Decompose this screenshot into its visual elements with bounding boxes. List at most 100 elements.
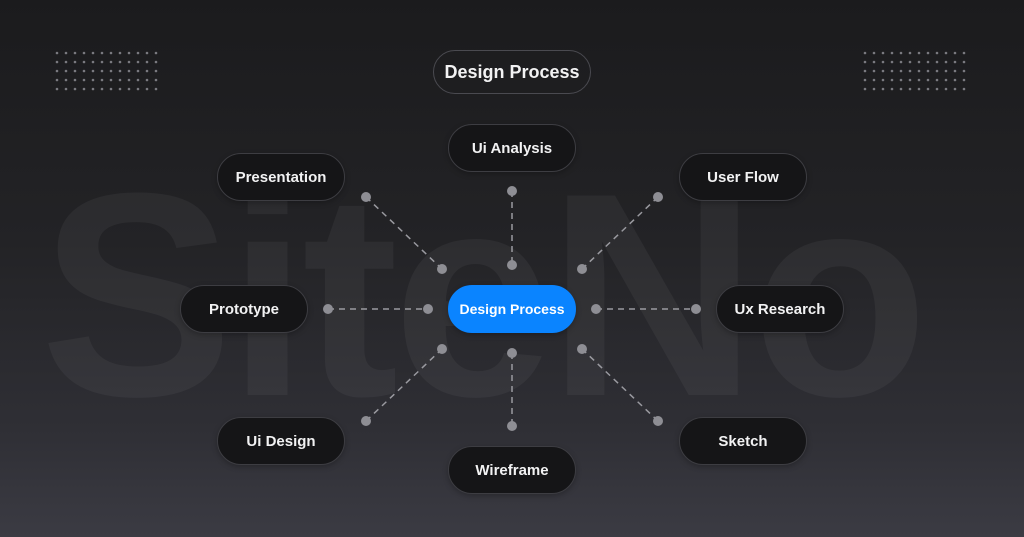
connector-dot xyxy=(437,344,447,354)
grid-dot xyxy=(935,51,939,55)
grid-dot xyxy=(136,60,140,64)
grid-dot xyxy=(881,78,885,82)
grid-dot xyxy=(145,69,149,73)
grid-dot xyxy=(145,87,149,91)
node-prototype: Prototype xyxy=(180,285,308,333)
grid-dot xyxy=(64,87,68,91)
grid-dot xyxy=(935,87,939,91)
grid-dot xyxy=(55,60,59,64)
grid-dot xyxy=(872,51,876,55)
connector-dot xyxy=(361,192,371,202)
grid-dot xyxy=(145,51,149,55)
grid-dot xyxy=(154,69,158,73)
grid-dot xyxy=(908,60,912,64)
connector-dot xyxy=(361,416,371,426)
grid-dot xyxy=(962,51,966,55)
grid-dot xyxy=(908,87,912,91)
connector-dot xyxy=(653,416,663,426)
grid-dot xyxy=(872,60,876,64)
grid-dot xyxy=(899,69,903,73)
grid-dot xyxy=(944,69,948,73)
connector-dot xyxy=(507,421,517,431)
grid-dot xyxy=(82,87,86,91)
center-node-design-process: Design Process xyxy=(448,285,576,333)
connector-sketch xyxy=(581,348,659,422)
grid-dot xyxy=(953,87,957,91)
grid-dot xyxy=(154,51,158,55)
grid-dot xyxy=(962,69,966,73)
grid-dot xyxy=(91,87,95,91)
grid-dot xyxy=(953,60,957,64)
connector-dot xyxy=(577,344,587,354)
grid-dot xyxy=(890,51,894,55)
grid-dot xyxy=(881,51,885,55)
connector-dot xyxy=(507,348,517,358)
grid-dot xyxy=(64,51,68,55)
grid-dot xyxy=(863,78,867,82)
connector-dot xyxy=(507,260,517,270)
grid-dot xyxy=(881,69,885,73)
grid-dot xyxy=(55,51,59,55)
grid-dot xyxy=(863,87,867,91)
grid-dot xyxy=(136,51,140,55)
dot-grid-right xyxy=(863,51,966,91)
grid-dot xyxy=(127,69,131,73)
grid-dot xyxy=(109,78,113,82)
grid-dot xyxy=(64,78,68,82)
grid-dot xyxy=(73,60,77,64)
grid-dot xyxy=(962,60,966,64)
grid-dot xyxy=(890,87,894,91)
grid-dot xyxy=(100,69,104,73)
grid-dot xyxy=(109,60,113,64)
grid-dot xyxy=(953,78,957,82)
grid-dot xyxy=(73,87,77,91)
grid-dot xyxy=(136,87,140,91)
grid-dot xyxy=(890,69,894,73)
connector-dot xyxy=(653,192,663,202)
grid-dot xyxy=(136,69,140,73)
grid-dot xyxy=(881,87,885,91)
grid-dot xyxy=(91,60,95,64)
connector-dot xyxy=(691,304,701,314)
grid-dot xyxy=(926,78,930,82)
grid-dot xyxy=(100,51,104,55)
grid-dot xyxy=(926,51,930,55)
connector-dot xyxy=(323,304,333,314)
grid-dot xyxy=(899,51,903,55)
grid-dot xyxy=(881,60,885,64)
grid-dot xyxy=(962,78,966,82)
node-user-flow: User Flow xyxy=(679,153,807,201)
grid-dot xyxy=(82,78,86,82)
connector-user-flow xyxy=(581,196,659,270)
grid-dot xyxy=(944,78,948,82)
grid-dot xyxy=(64,69,68,73)
grid-dot xyxy=(100,78,104,82)
grid-dot xyxy=(890,78,894,82)
grid-dot xyxy=(935,78,939,82)
grid-dot xyxy=(872,69,876,73)
grid-dot xyxy=(82,51,86,55)
grid-dot xyxy=(872,78,876,82)
diagram-title: Design Process xyxy=(433,50,591,94)
grid-dot xyxy=(154,78,158,82)
grid-dot xyxy=(73,78,77,82)
grid-dot xyxy=(944,60,948,64)
node-presentation: Presentation xyxy=(217,153,345,201)
grid-dot xyxy=(64,60,68,64)
connector-ui-design xyxy=(365,348,443,422)
grid-dot xyxy=(127,87,131,91)
grid-dot xyxy=(953,69,957,73)
grid-dot xyxy=(917,51,921,55)
dot-grid-left xyxy=(55,51,158,91)
grid-dot xyxy=(55,78,59,82)
grid-dot xyxy=(82,69,86,73)
node-ui-analysis: Ui Analysis xyxy=(448,124,576,172)
grid-dot xyxy=(935,69,939,73)
grid-dot xyxy=(908,51,912,55)
grid-dot xyxy=(118,78,122,82)
grid-dot xyxy=(118,87,122,91)
connector-dot xyxy=(577,264,587,274)
grid-dot xyxy=(872,87,876,91)
grid-dot xyxy=(917,69,921,73)
grid-dot xyxy=(917,78,921,82)
